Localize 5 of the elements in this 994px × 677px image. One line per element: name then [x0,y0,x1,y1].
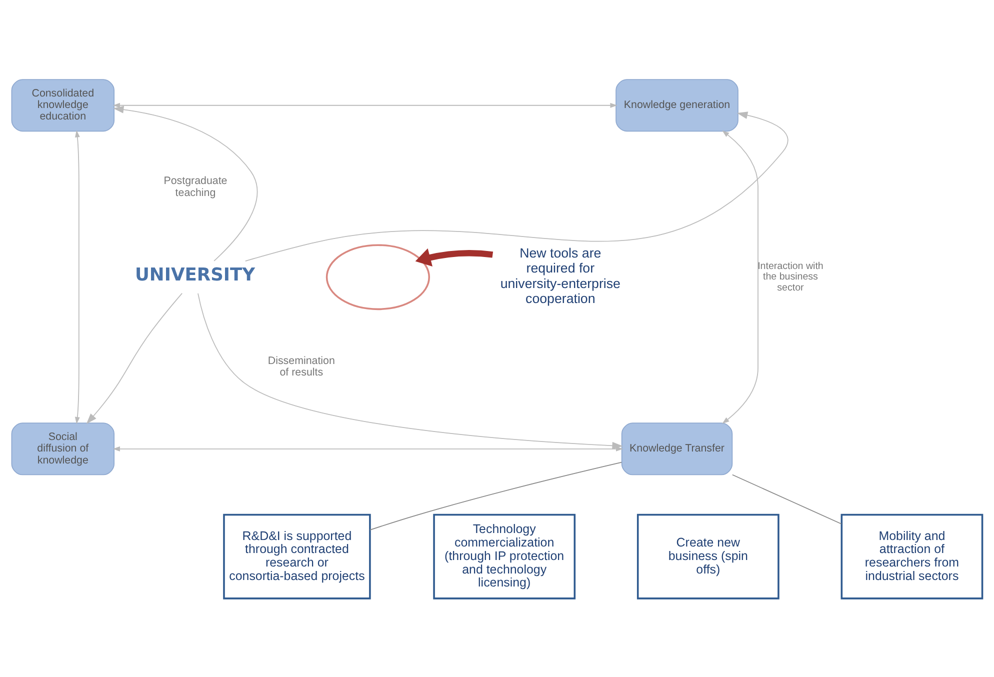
edge-label: Interaction with the business sector [758,260,824,293]
node-text: New tools are required for university-enterprise cooperation [500,245,620,306]
node-text: UNIVERSITY [134,264,256,286]
label: Postgraduate teaching [164,174,228,198]
label: Dissemination of results [268,354,335,378]
